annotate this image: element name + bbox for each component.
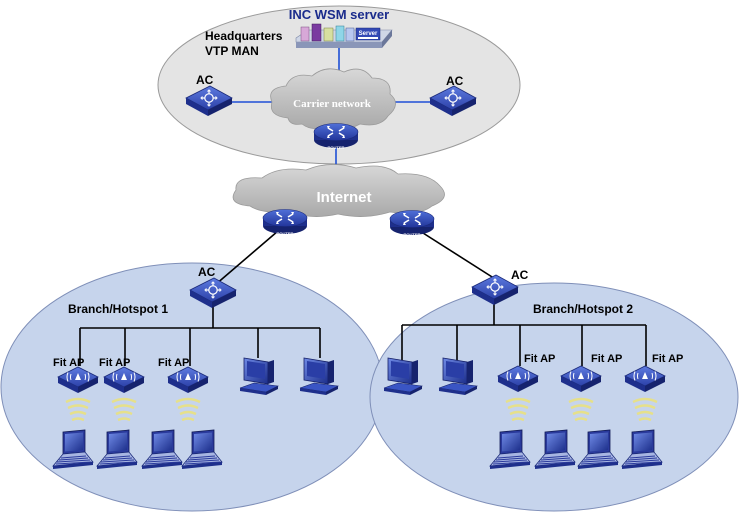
internet-router-right-label: ROUTER [404, 232, 421, 237]
branch2-ap3-label: Fit AP [652, 353, 683, 365]
branch1-title: Branch/Hotspot 1 [68, 302, 168, 316]
branch1-desktop1-icon [239, 357, 279, 396]
branch1-ap1-label: Fit AP [53, 357, 84, 369]
internet-label: Internet [316, 189, 371, 206]
branch2-ac-label: AC [511, 268, 529, 282]
branch1-ac-label: AC [198, 265, 216, 279]
branch1-ap2-label: Fit AP [99, 357, 130, 369]
internet-cloud-icon [232, 164, 445, 217]
branch2-ap1-label: Fit AP [524, 353, 555, 365]
headquarters-label: Headquarters [205, 29, 283, 43]
carrier-network-label: Carrier network [293, 98, 372, 110]
vtp-man-label: VTP MAN [205, 44, 259, 58]
hq-router-label: ROUTER [328, 145, 345, 150]
branch2-zone [369, 282, 739, 512]
branch1-desktop2-icon [299, 357, 339, 396]
branch2-ap2-label: Fit AP [591, 353, 622, 365]
branch1-ap3-label: Fit AP [158, 357, 189, 369]
hq-ac-left-label: AC [196, 73, 214, 87]
branch2-desktop1-icon [383, 357, 423, 396]
branch2-title: Branch/Hotspot 2 [533, 302, 633, 316]
hq-ac-right-label: AC [446, 74, 464, 88]
inc-wsm-server-title: INC WSM server [289, 7, 389, 22]
branch2-desktop2-icon [438, 357, 478, 396]
server-box-label: Server [359, 31, 378, 37]
internet-router-left-label: ROUTER [277, 231, 294, 236]
server-rack-icon [295, 23, 393, 48]
